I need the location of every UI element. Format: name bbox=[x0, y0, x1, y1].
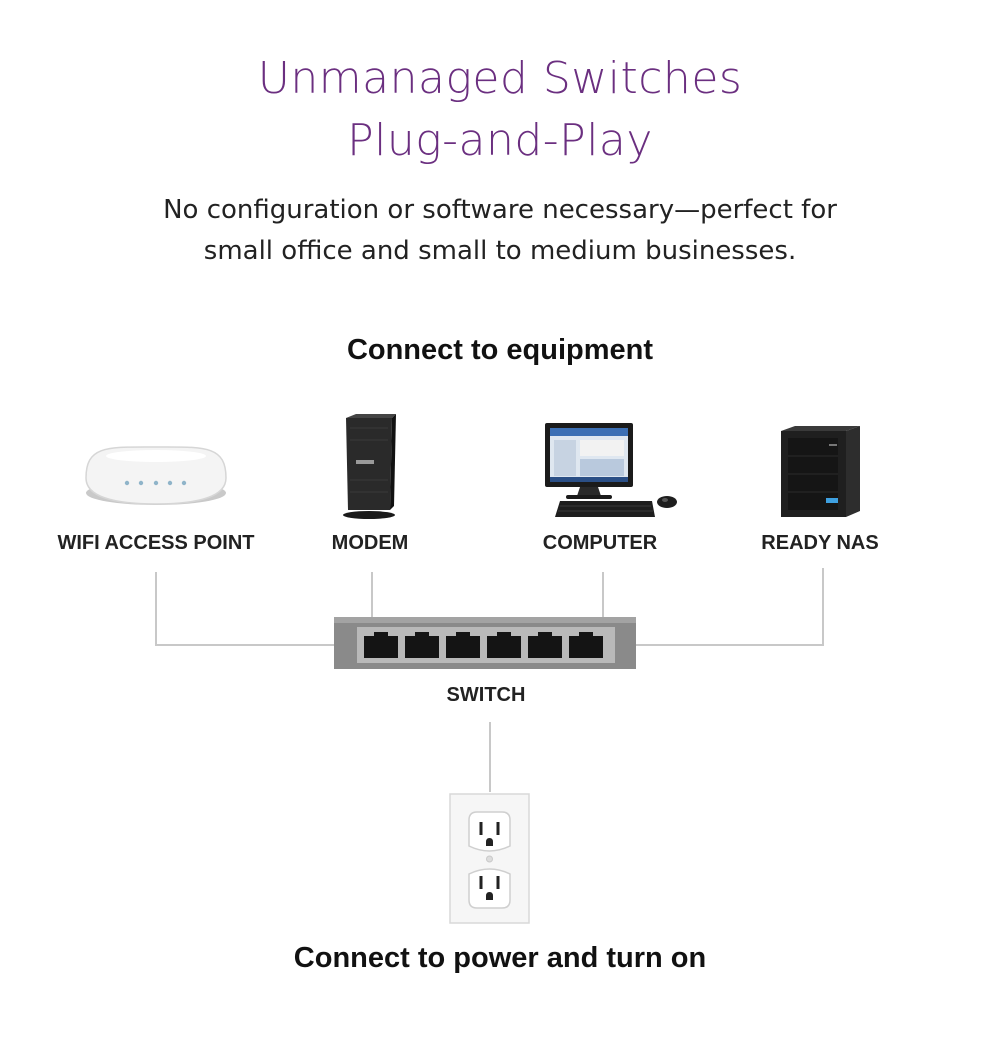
device-label-modem: MODEM bbox=[331, 532, 409, 554]
page-title-line-1: Unmanaged Switches bbox=[257, 53, 743, 104]
wifi-access-point-icon bbox=[85, 446, 227, 505]
power-outlet-icon bbox=[449, 793, 530, 924]
computer-icon bbox=[545, 423, 677, 517]
equipment-heading: Connect to equipment bbox=[346, 334, 654, 366]
power-heading: Connect to power and turn on bbox=[293, 942, 707, 974]
switch-label: SWITCH bbox=[446, 684, 526, 706]
nas-icon bbox=[781, 426, 860, 517]
page-title-line-2: Plug-and-Play bbox=[347, 115, 653, 166]
device-label-computer: COMPUTER bbox=[542, 532, 658, 554]
switch-port bbox=[364, 632, 398, 658]
modem-icon bbox=[343, 414, 396, 519]
device-label-nas: READY NAS bbox=[761, 532, 879, 554]
subtitle-line-1: No configuration or software necessary—p… bbox=[163, 195, 837, 225]
device-label-wifi-access-point: WIFI ACCESS POINT bbox=[57, 532, 255, 554]
switch-port bbox=[569, 632, 603, 658]
subtitle-line-2: small office and small to medium busines… bbox=[203, 236, 797, 266]
connector-nas bbox=[634, 568, 824, 646]
connector-wifi bbox=[155, 572, 336, 646]
connector-lines bbox=[155, 568, 824, 792]
switch-port bbox=[487, 632, 521, 658]
switch-port bbox=[446, 632, 480, 658]
switch-port bbox=[405, 632, 439, 658]
switch-port bbox=[528, 632, 562, 658]
network-switch-icon bbox=[334, 617, 636, 669]
